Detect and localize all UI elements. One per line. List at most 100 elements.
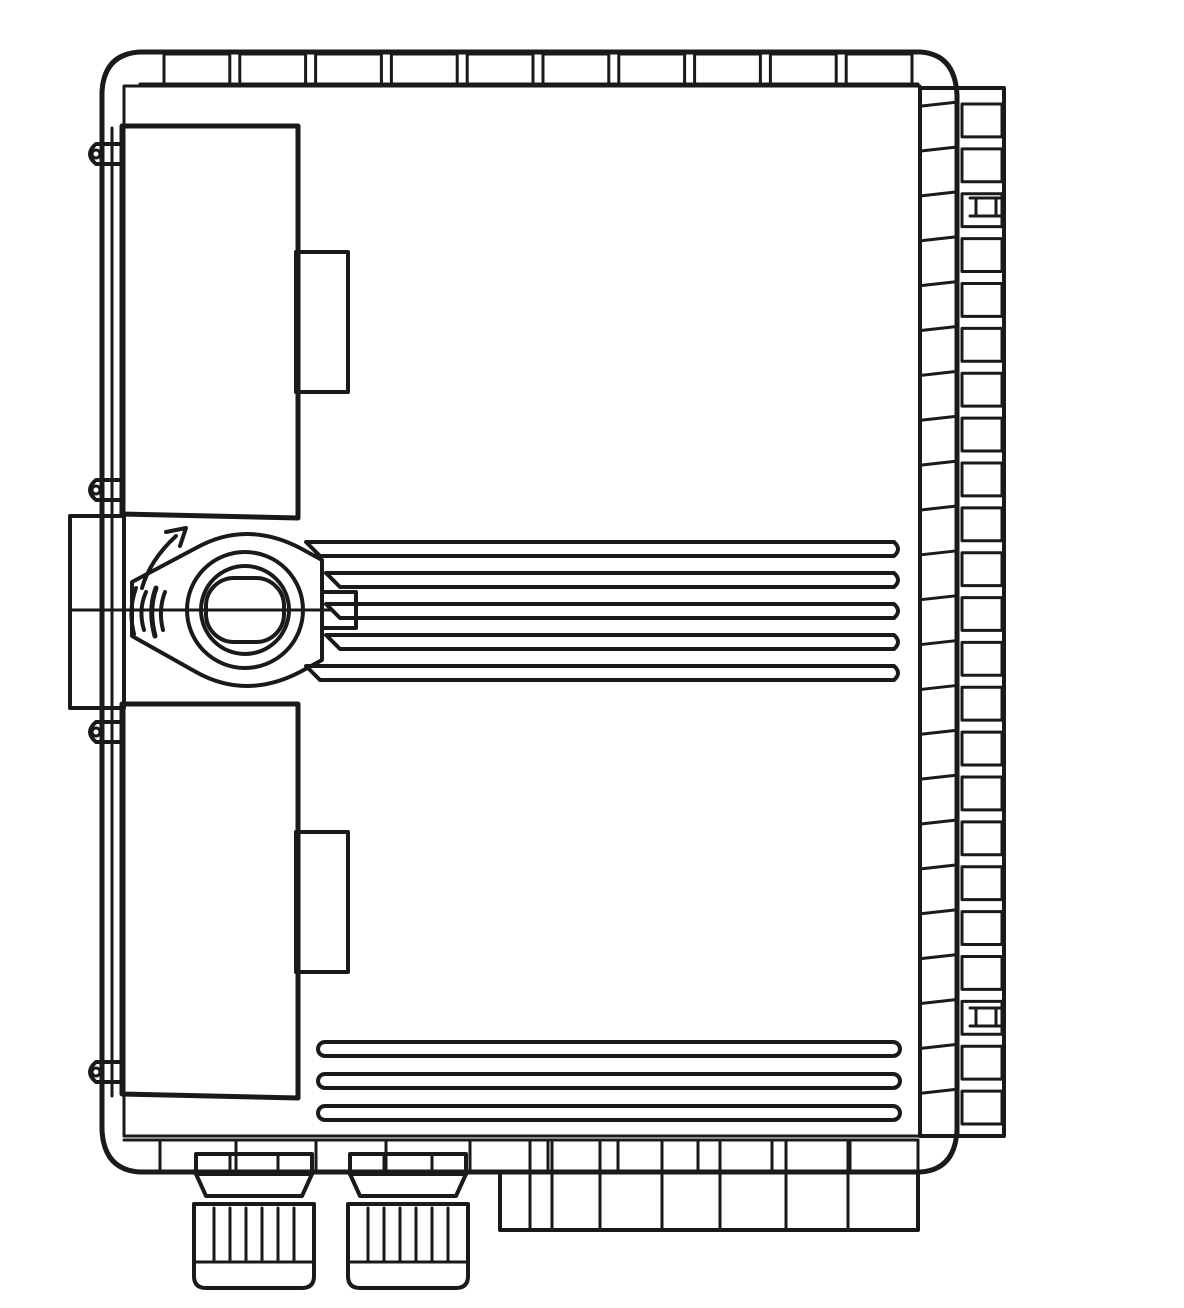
right-side-rail xyxy=(920,88,1004,1136)
hinge-pins xyxy=(90,144,120,1082)
lower-door-handle xyxy=(296,832,348,972)
cable-gland-icon xyxy=(348,1154,468,1288)
right-slot xyxy=(962,957,1002,990)
gland-collar xyxy=(350,1174,466,1196)
splice-slot xyxy=(306,666,898,680)
gland-collar xyxy=(196,1174,312,1196)
top-rim-tab xyxy=(846,54,912,84)
hinge-hole xyxy=(92,486,100,494)
top-rim-tab xyxy=(240,54,306,84)
top-rim-tab xyxy=(695,54,761,84)
enclosure-outline xyxy=(102,52,957,1172)
right-slot xyxy=(962,867,1002,900)
cable-spool xyxy=(131,528,356,686)
lower-cable-guide xyxy=(318,1106,900,1120)
top-rim-tab xyxy=(391,54,457,84)
right-rib xyxy=(922,999,958,1003)
splice-slot xyxy=(326,604,898,618)
right-slot xyxy=(962,373,1002,406)
right-rib xyxy=(922,1044,958,1048)
right-rib xyxy=(922,416,958,420)
right-rib xyxy=(922,775,958,779)
hinge-lug xyxy=(90,1062,120,1082)
right-rail-outline xyxy=(920,88,1004,1136)
hinge-pin-icon xyxy=(90,1062,120,1082)
right-slot xyxy=(962,598,1002,631)
top-rim-tab xyxy=(770,54,836,84)
hinge-hole xyxy=(92,728,100,736)
right-slot xyxy=(962,508,1002,541)
hinge-lug xyxy=(90,144,120,164)
lower-cable-guide xyxy=(318,1074,900,1088)
right-rib xyxy=(922,551,958,555)
gland-nut xyxy=(196,1154,312,1174)
top-rim-tab xyxy=(543,54,609,84)
arrow-icon xyxy=(142,528,186,588)
spool-outer-ring xyxy=(187,552,303,668)
spool-core xyxy=(206,578,284,642)
hinge-pin-icon xyxy=(90,480,120,500)
lower-door-panel xyxy=(122,704,348,1098)
lower-door-outline xyxy=(122,704,298,1098)
right-rib xyxy=(922,506,958,510)
right-slot xyxy=(962,822,1002,855)
hinge-lug xyxy=(90,480,120,500)
right-slot xyxy=(962,1001,1002,1034)
lower-cable-guide xyxy=(318,1042,900,1056)
latch-spring xyxy=(131,588,165,636)
rail-screw-upper xyxy=(970,198,1002,216)
right-slot xyxy=(962,1091,1002,1124)
right-slot xyxy=(962,239,1002,272)
hinge-hole xyxy=(92,1068,100,1076)
splice-slot xyxy=(326,573,898,587)
right-rib xyxy=(922,640,958,644)
right-rib xyxy=(922,910,958,914)
right-slot xyxy=(962,553,1002,586)
right-slot xyxy=(962,418,1002,451)
right-rib xyxy=(922,281,958,285)
right-slot xyxy=(962,283,1002,316)
right-rib xyxy=(922,371,958,375)
right-rib xyxy=(922,685,958,689)
lower-cable-guides xyxy=(318,1042,900,1120)
rail-screw-lower xyxy=(970,1008,1002,1026)
upper-door-outline xyxy=(122,126,298,518)
hinge-pin-icon xyxy=(90,144,120,164)
hinge-lug xyxy=(90,722,120,742)
left-lock-block xyxy=(70,516,124,708)
gland-body xyxy=(194,1204,314,1288)
hinge-hole xyxy=(92,150,100,158)
upper-door-panel xyxy=(122,126,348,518)
port-block-dividers xyxy=(530,1142,848,1230)
right-rib xyxy=(922,955,958,959)
right-rib xyxy=(922,820,958,824)
gland-body xyxy=(348,1204,468,1288)
right-rib xyxy=(922,237,958,241)
right-slot xyxy=(962,194,1002,227)
right-rib xyxy=(922,1089,958,1093)
splice-slot xyxy=(326,635,898,649)
right-rib xyxy=(922,865,958,869)
bottom-port-blocks xyxy=(500,1142,918,1230)
top-rim-tab xyxy=(619,54,685,84)
right-slot xyxy=(962,912,1002,945)
splice-tray-slots xyxy=(306,542,898,680)
right-slot xyxy=(962,149,1002,182)
right-slot xyxy=(962,1046,1002,1079)
right-rib xyxy=(922,192,958,196)
hinge-pin-icon xyxy=(90,722,120,742)
right-slot xyxy=(962,328,1002,361)
right-rib xyxy=(922,596,958,600)
port-block-outline xyxy=(500,1172,918,1230)
splice-slot xyxy=(306,542,898,556)
spool-housing xyxy=(132,534,322,686)
upper-door-handle xyxy=(296,252,348,392)
right-slot xyxy=(962,687,1002,720)
right-rib xyxy=(922,326,958,330)
spool-tab xyxy=(322,592,356,628)
right-slot xyxy=(962,777,1002,810)
right-slot xyxy=(962,463,1002,496)
right-rib xyxy=(922,147,958,151)
right-rib xyxy=(922,730,958,734)
